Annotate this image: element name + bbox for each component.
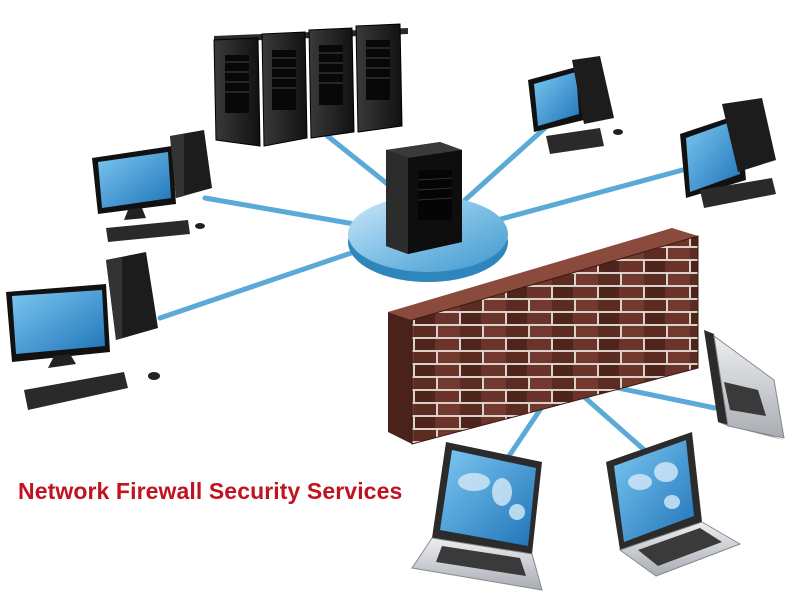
laptop-world-map-icon: [411, 442, 543, 591]
cable-right-upper: [462, 125, 548, 203]
central-server-icon: [386, 142, 462, 254]
desktop-computer-icon: [92, 130, 212, 242]
diagram-caption: Network Firewall Security Services: [18, 478, 403, 504]
cable-left-lower: [157, 247, 363, 321]
server-rack-icon: [213, 23, 408, 147]
cable-left-upper: [202, 195, 363, 228]
desktop-computer-icon: [680, 98, 776, 208]
firewall-brick-wall-icon: [388, 228, 699, 445]
desktop-computer-icon: [528, 56, 623, 154]
laptop-icon: [704, 330, 785, 440]
desktop-computer-icon: [6, 252, 160, 410]
cable-right-middle: [487, 165, 693, 225]
laptop-world-map-icon: [606, 432, 742, 577]
